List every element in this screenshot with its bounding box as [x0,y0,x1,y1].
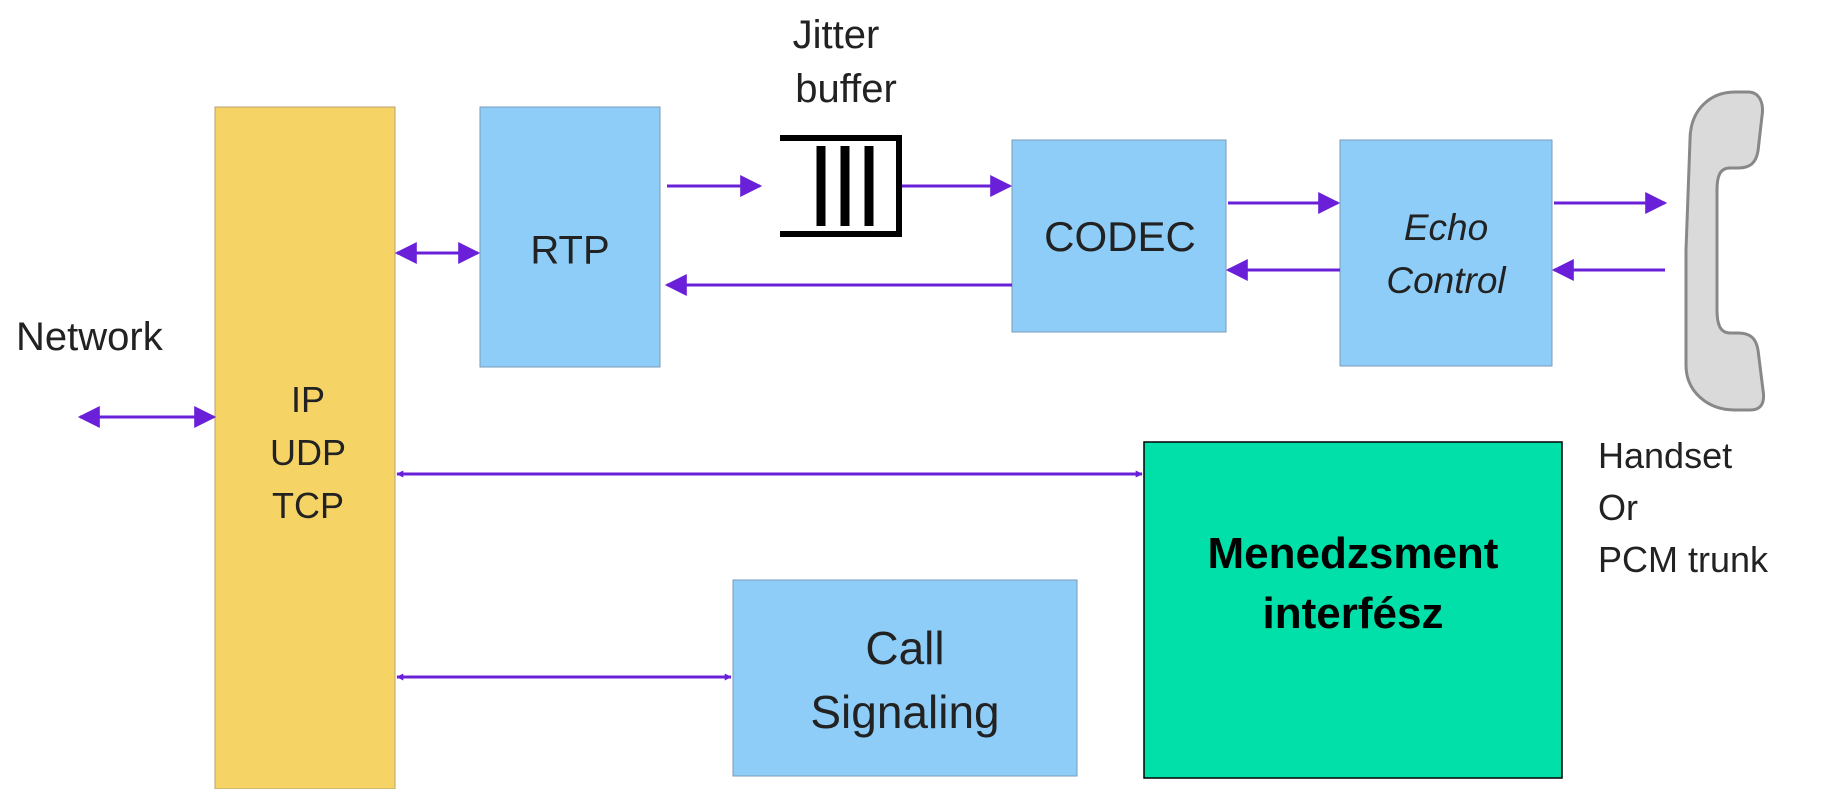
rtp-label: RTP [530,229,609,273]
handset-label-line2: Or [1598,487,1638,528]
tcp-label: TCP [272,485,344,526]
ip-label: IP [291,379,325,420]
rtp-block [479,106,661,368]
handset-label-line3: PCM trunk [1598,539,1769,580]
handset-label-line1: Handset [1598,435,1732,476]
jitter-buffer-label-line1: Jitter [793,13,880,57]
network-label: Network [16,315,164,359]
codec-block [1011,139,1227,333]
echo-control-label-line1: Echo [1404,207,1488,248]
connector-arrows [77,175,1668,681]
management-interface-block [1143,441,1563,779]
queue-buffer-icon [780,135,902,237]
echo-control-label-line2: Control [1386,260,1507,301]
ip-stack-block [214,106,396,789]
udp-label: UDP [270,432,346,473]
call-signaling-label-line2: Signaling [810,686,999,738]
call-signaling-label-line1: Call [865,622,944,674]
jitter-buffer-label-line2: buffer [795,67,897,111]
codec-label: CODEC [1044,213,1196,260]
management-label-line1: Menedzsment [1208,529,1499,578]
telephone-handset-icon [1684,90,1766,412]
echo-control-block [1339,139,1553,367]
call-signaling-block [732,579,1078,777]
management-label-line2: interfész [1263,589,1444,638]
